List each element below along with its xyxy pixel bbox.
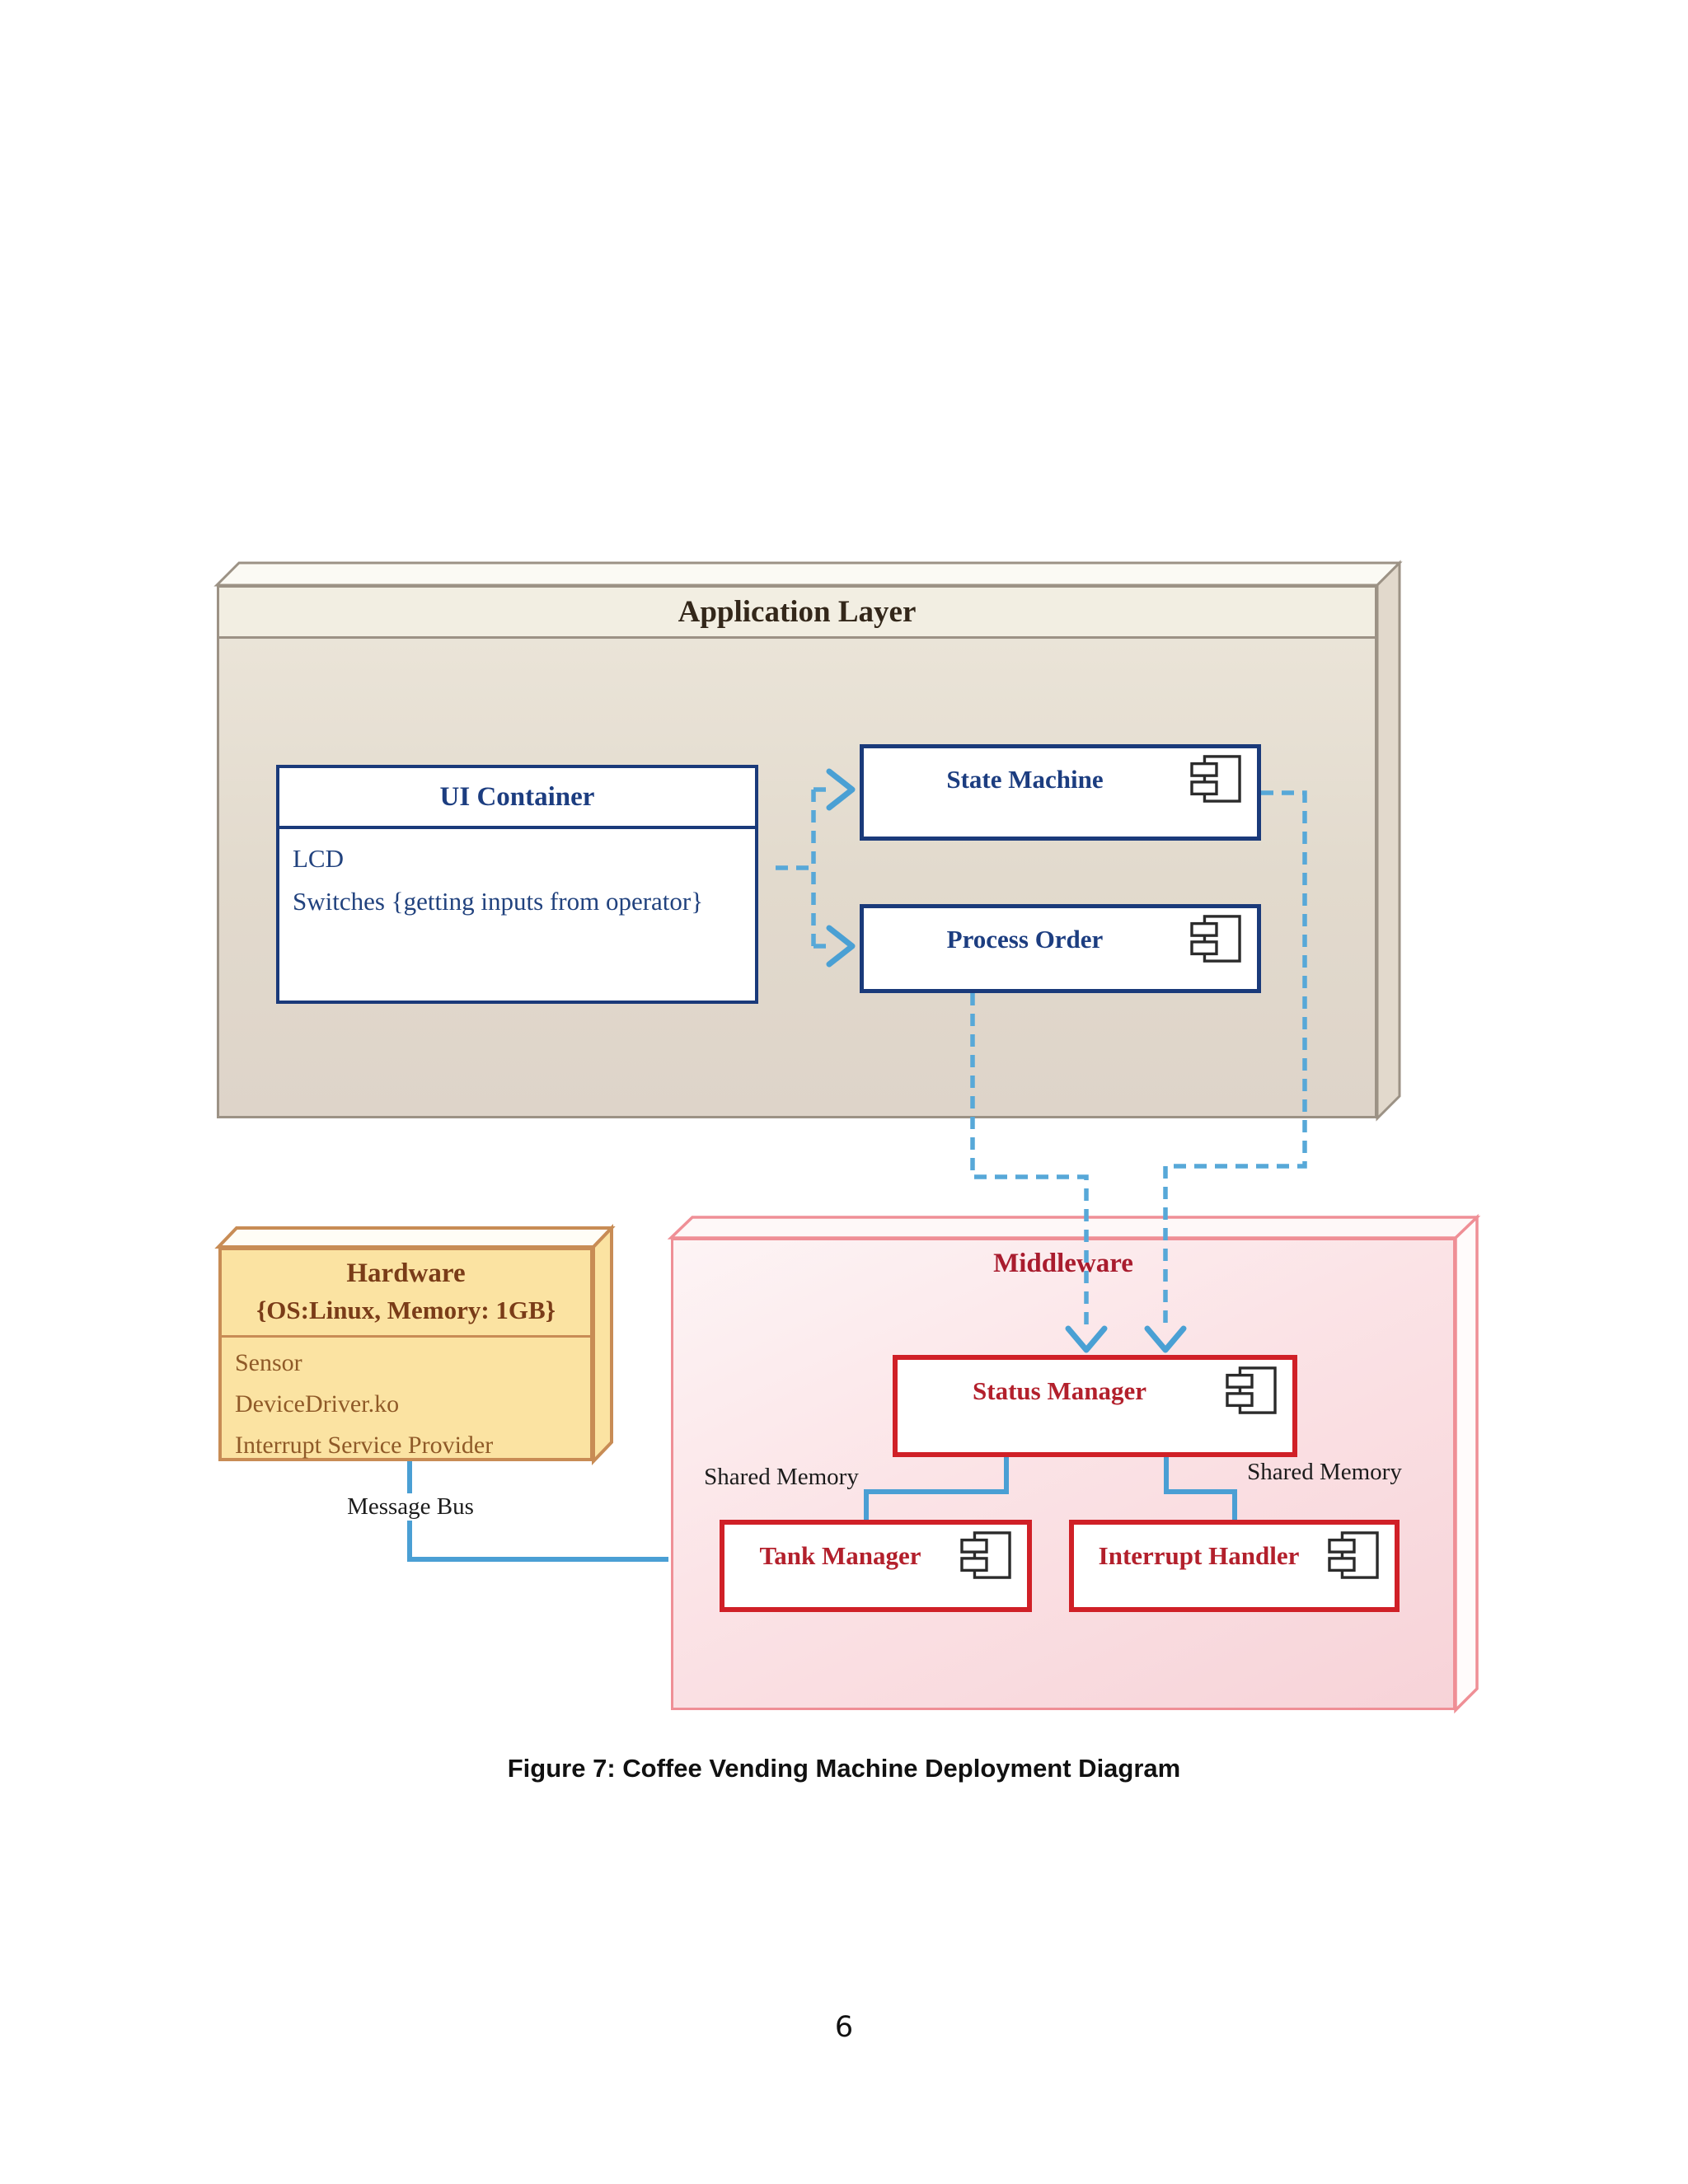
hardware-item: DeviceDriver.ko: [235, 1390, 400, 1418]
ui-container-item: LCD: [293, 844, 344, 873]
ui-container-item: Switches {getting inputs from operator}: [293, 887, 704, 916]
hardware-constraint: {OS:Linux, Memory: 1GB}: [256, 1296, 556, 1324]
process-order-label: Process Order: [946, 925, 1104, 954]
tank-manager-component: Tank Manager: [720, 1520, 1032, 1612]
hardware-item: Interrupt Service Provider: [235, 1432, 494, 1459]
hardware-top-face: [214, 1226, 616, 1249]
component-icon: [1328, 1531, 1379, 1579]
process-order-component: Process Order: [860, 904, 1261, 993]
tank-manager-label: Tank Manager: [759, 1541, 921, 1570]
ui-container-title: UI Container: [279, 768, 755, 829]
shared-memory-label-left: Shared Memory: [704, 1464, 859, 1490]
component-icon: [960, 1531, 1011, 1579]
status-manager-label: Status Manager: [973, 1376, 1146, 1405]
state-machine-label: State Machine: [946, 765, 1104, 794]
component-icon: [1190, 755, 1241, 803]
interrupt-handler-label: Interrupt Handler: [1098, 1541, 1300, 1570]
middleware-side-face: [1454, 1213, 1479, 1714]
message-bus-label: Message Bus: [326, 1493, 495, 1521]
status-manager-component: Status Manager: [893, 1355, 1297, 1457]
hardware-item: Sensor: [235, 1349, 302, 1376]
state-machine-component: State Machine: [860, 744, 1261, 841]
application-layer-side-face: [1376, 560, 1401, 1122]
component-icon: [1190, 915, 1241, 963]
application-layer-title: Application Layer: [219, 588, 1375, 639]
middleware-top-face: [667, 1216, 1481, 1240]
figure-caption: Figure 7: Coffee Vending Machine Deploym…: [507, 1754, 1181, 1783]
middleware-title: Middleware: [993, 1249, 1133, 1278]
ui-container-node: UI Container LCD Switches {getting input…: [276, 765, 758, 1004]
hardware-title: Hardware: [346, 1258, 466, 1288]
page-number: 6: [834, 2011, 854, 2044]
hardware-side-face: [592, 1224, 613, 1465]
component-icon: [1226, 1366, 1277, 1414]
shared-memory-label-right: Shared Memory: [1247, 1459, 1402, 1485]
interrupt-handler-component: Interrupt Handler: [1069, 1520, 1400, 1612]
hardware-node: Hardware {OS:Linux, Memory: 1GB} Sensor …: [218, 1247, 593, 1461]
application-layer-top-face: [213, 561, 1403, 587]
